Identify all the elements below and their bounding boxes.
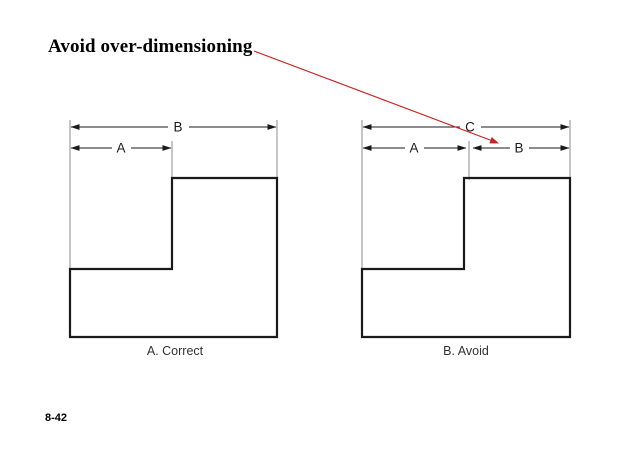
dimension-label-b: B [173,120,182,135]
dimension-label-a: A [409,141,418,156]
figure-a-caption: A. Correct [147,344,204,358]
figure-a-extension-lines [69,120,278,270]
dimension-b-inner: B [472,141,570,156]
profile-outline-a [68,176,279,339]
profile-outline-b [360,176,572,339]
over-dimensioning-callout-arrow [253,50,499,144]
dimension-a-inner: A [362,141,467,156]
dimension-label-a: A [116,141,125,156]
dimension-a-inner: A [70,141,172,156]
figure-b-extension-lines [361,120,571,270]
dimension-b-outer: B [70,120,277,135]
figure-b-avoid: C A B B. Avoid [360,120,572,358]
dimension-label-c: C [465,120,475,135]
figure-a-correct: B A A. Correct [68,120,279,358]
dimension-c-outer: C [362,120,570,135]
figure-b-caption: B. Avoid [443,344,489,358]
dimension-label-b: B [514,141,523,156]
page-title: Avoid over-dimensioning [48,36,253,57]
page-number: 8-42 [45,412,68,424]
